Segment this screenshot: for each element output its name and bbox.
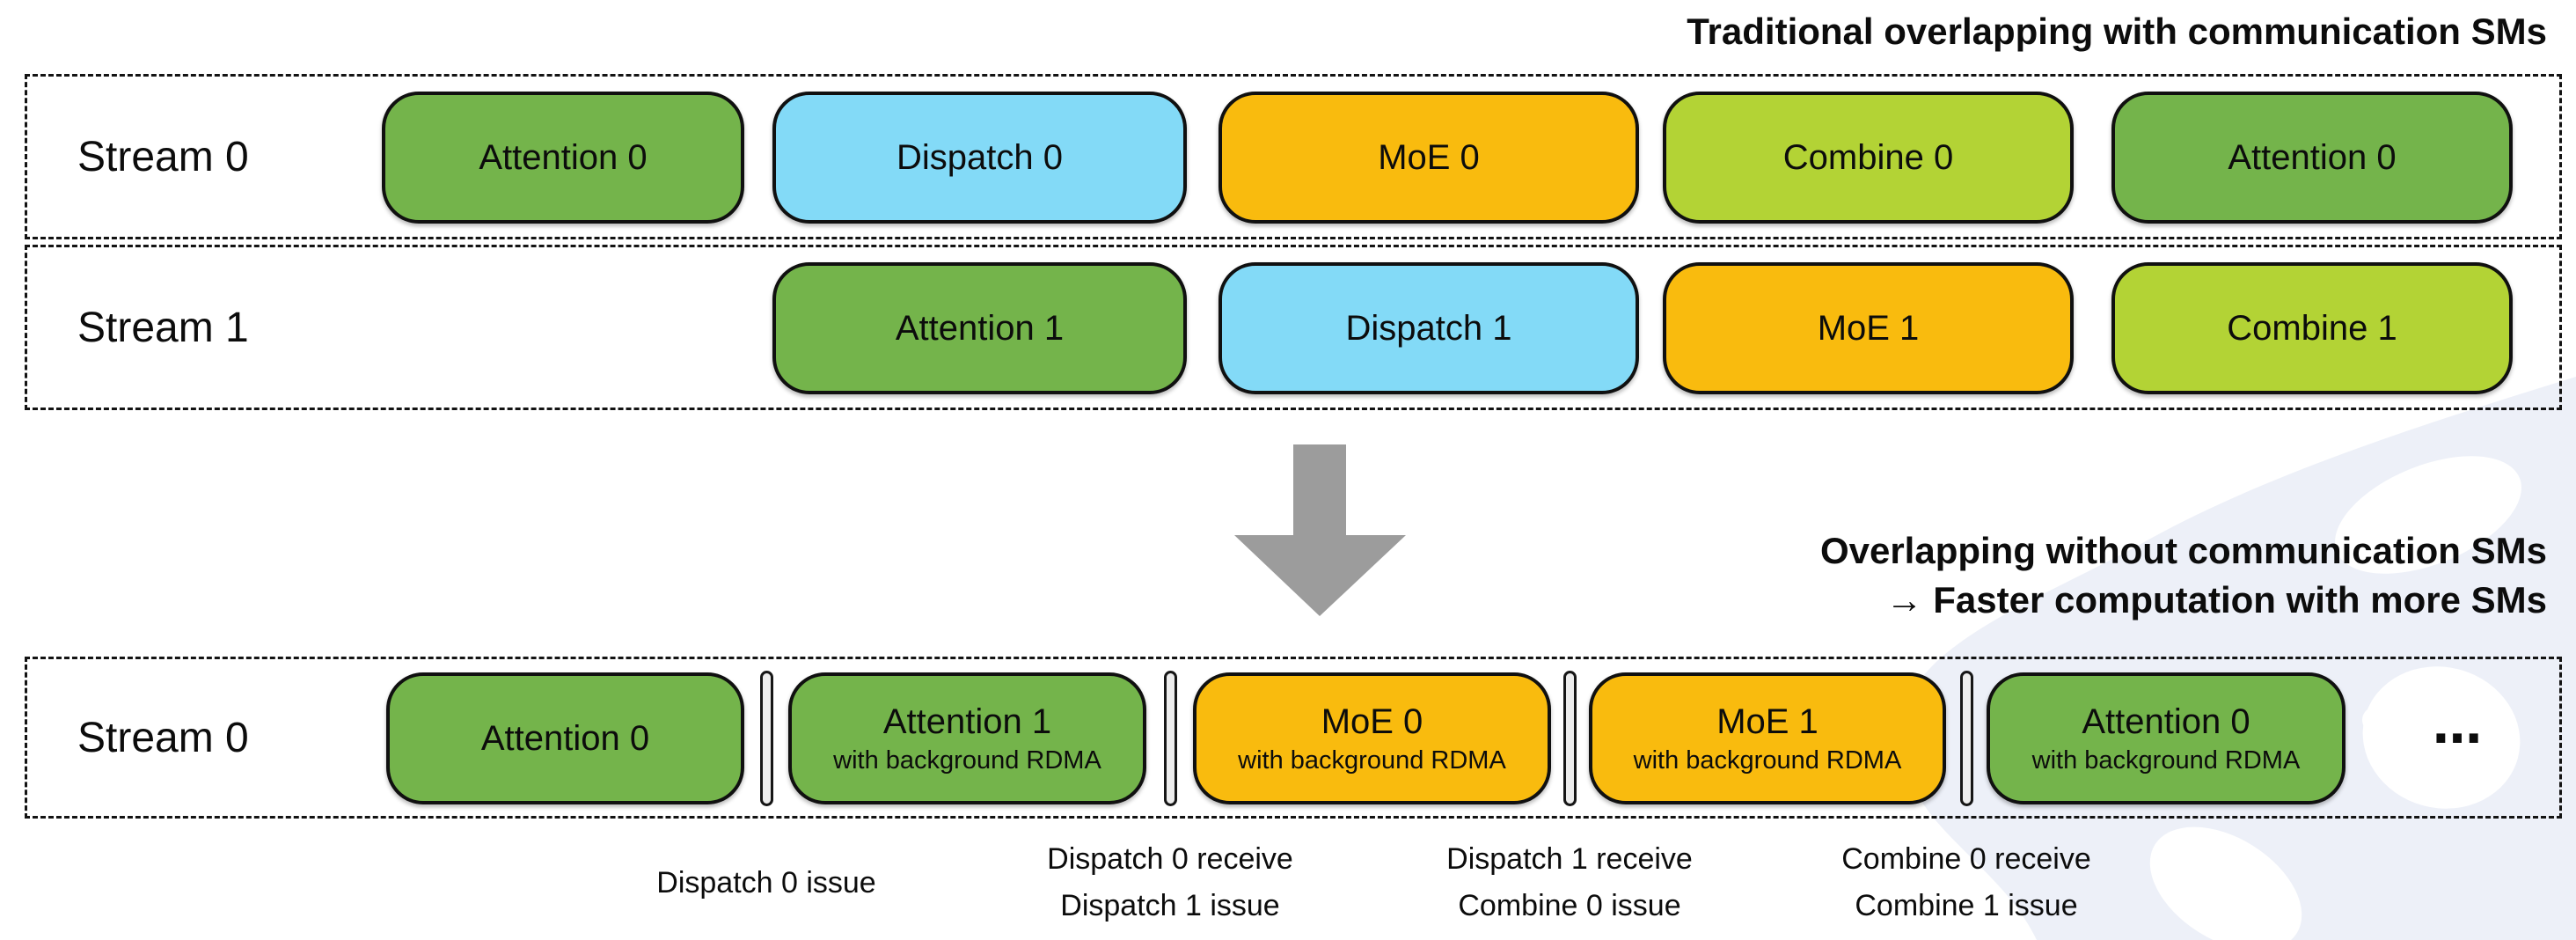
bottom-title: Overlapping without communication SMs → … (1820, 526, 2547, 625)
block-label: Attention 0 (480, 719, 650, 758)
block-label: Dispatch 1 (1345, 309, 1512, 348)
block-combine-1: Combine 1 (2111, 262, 2513, 394)
block-dispatch-1: Dispatch 1 (1218, 262, 1639, 394)
watermark-hole-3 (2362, 707, 2389, 733)
block-label: MoE 1 (1716, 702, 1819, 741)
separator-pill (1960, 671, 1973, 806)
annotation-line: Combine 0 receive (1841, 842, 2091, 876)
block-label: Combine 1 (2227, 309, 2397, 348)
block-attention-1: Attention 1 (772, 262, 1187, 394)
bottom-title-line2: → Faster computation with more SMs (1885, 579, 2547, 621)
block-sublabel: with background RDMA (2031, 746, 2301, 775)
block-label: MoE 1 (1817, 309, 1920, 348)
separator-pill (1563, 671, 1577, 806)
annotation-line: Dispatch 0 issue (656, 865, 876, 900)
continuation-ellipsis-glyph: ⋯ (2433, 710, 2485, 766)
block-attention-0-bottom: Attention 0 with background RDMA (1987, 672, 2345, 804)
annotation-line: Dispatch 1 receive (1446, 842, 1693, 876)
block-attention-0-bottom: Attention 0 (386, 672, 744, 804)
annotation-line: Dispatch 0 receive (1047, 842, 1293, 876)
block-moe-1: MoE 1 (1663, 262, 2074, 394)
down-arrow-shape (1234, 444, 1406, 616)
annotation-line: Combine 1 issue (1855, 889, 2078, 922)
block-moe-1-bottom: MoE 1 with background RDMA (1589, 672, 1946, 804)
down-arrow-icon (1234, 444, 1406, 616)
block-sublabel: with background RDMA (833, 746, 1101, 775)
stream1-label: Stream 1 (77, 304, 249, 351)
stream0-bottom-label: Stream 0 (77, 714, 249, 761)
continuation-ellipsis: ⋯ (2375, 672, 2543, 804)
block-label: Attention 1 (895, 309, 1065, 348)
block-combine-0: Combine 0 (1663, 92, 2074, 224)
top-title: Traditional overlapping with communicati… (1687, 11, 2547, 52)
block-sublabel: with background RDMA (1238, 746, 1506, 775)
separator-pill (1164, 671, 1177, 806)
block-sublabel: with background RDMA (1633, 746, 1902, 775)
annotation-line: Combine 0 issue (1458, 889, 1681, 922)
stream1-box (25, 245, 2562, 410)
block-moe-0-bottom: MoE 0 with background RDMA (1193, 672, 1551, 804)
block-label: MoE 0 (1321, 702, 1423, 741)
stream0-top-box (25, 74, 2562, 239)
block-label: MoE 0 (1378, 138, 1480, 177)
block-attention-0: Attention 0 (2111, 92, 2513, 224)
stream0-top-label: Stream 0 (77, 133, 249, 180)
stream0-bottom-box (25, 657, 2562, 819)
annotation-line: Dispatch 1 issue (1060, 889, 1280, 922)
block-label: Combine 0 (1782, 138, 1954, 177)
watermark-hole-1 (2335, 456, 2521, 574)
watermark-hole-4 (2149, 826, 2302, 940)
block-label: Dispatch 0 (896, 138, 1063, 177)
separator-pill (760, 671, 773, 806)
block-dispatch-0: Dispatch 0 (772, 92, 1187, 224)
block-label: Attention 0 (479, 138, 648, 177)
watermark-hole-2 (2362, 666, 2521, 809)
block-label: Attention 1 (882, 702, 1052, 741)
block-label: Attention 0 (2082, 702, 2250, 741)
block-attention-1-bottom: Attention 1 with background RDMA (788, 672, 1146, 804)
block-attention-0: Attention 0 (382, 92, 744, 224)
annotation-label: Dispatch 0 issue (520, 834, 1013, 931)
bottom-title-line1: Overlapping without communication SMs (1819, 530, 2547, 571)
block-moe-0: MoE 0 (1218, 92, 1639, 224)
block-label: Attention 0 (2228, 138, 2397, 177)
